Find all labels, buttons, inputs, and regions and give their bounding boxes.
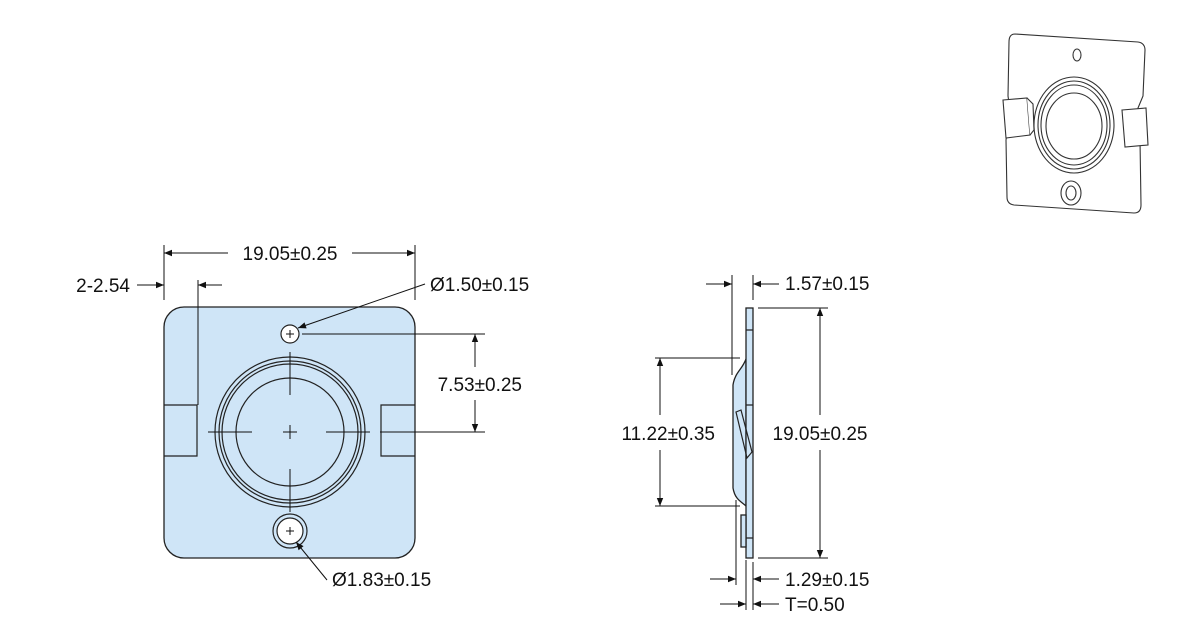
boss-profile (732, 358, 747, 508)
spring-tab (735, 409, 753, 460)
left-notch (164, 404, 198, 457)
large-hole-dimension: Ø1.83±0.15 (332, 570, 431, 591)
bottom-thickness-dimension: 1.29±0.15 (785, 570, 869, 591)
height-dimension: 19.05±0.25 (773, 424, 868, 445)
hole-spacing-dimension: 7.53±0.25 (438, 375, 522, 396)
centerlines (208, 330, 370, 535)
small-hole-dimension: Ø1.50±0.15 (430, 275, 529, 296)
right-notch (380, 404, 415, 457)
plate-side (745, 307, 754, 559)
top-thickness-dimension: 1.57±0.15 (785, 274, 869, 295)
plate-thickness-label: T=0.50 (785, 595, 845, 616)
bump-height-dimension: 11.22±0.35 (621, 424, 715, 445)
width-dimension: 19.05±0.25 (243, 244, 338, 265)
notch-dimension: 2-2.54 (76, 276, 130, 297)
isometric-view (1002, 33, 1149, 214)
tab-side (740, 514, 747, 548)
front-view: 19.05±0.25 2-2.54 Ø1.50±0.15 7.53±0.25 Ø… (76, 244, 529, 591)
side-view: 1.57±0.15 11.22±0.35 19.05±0.25 1.29±0.1… (621, 274, 869, 616)
